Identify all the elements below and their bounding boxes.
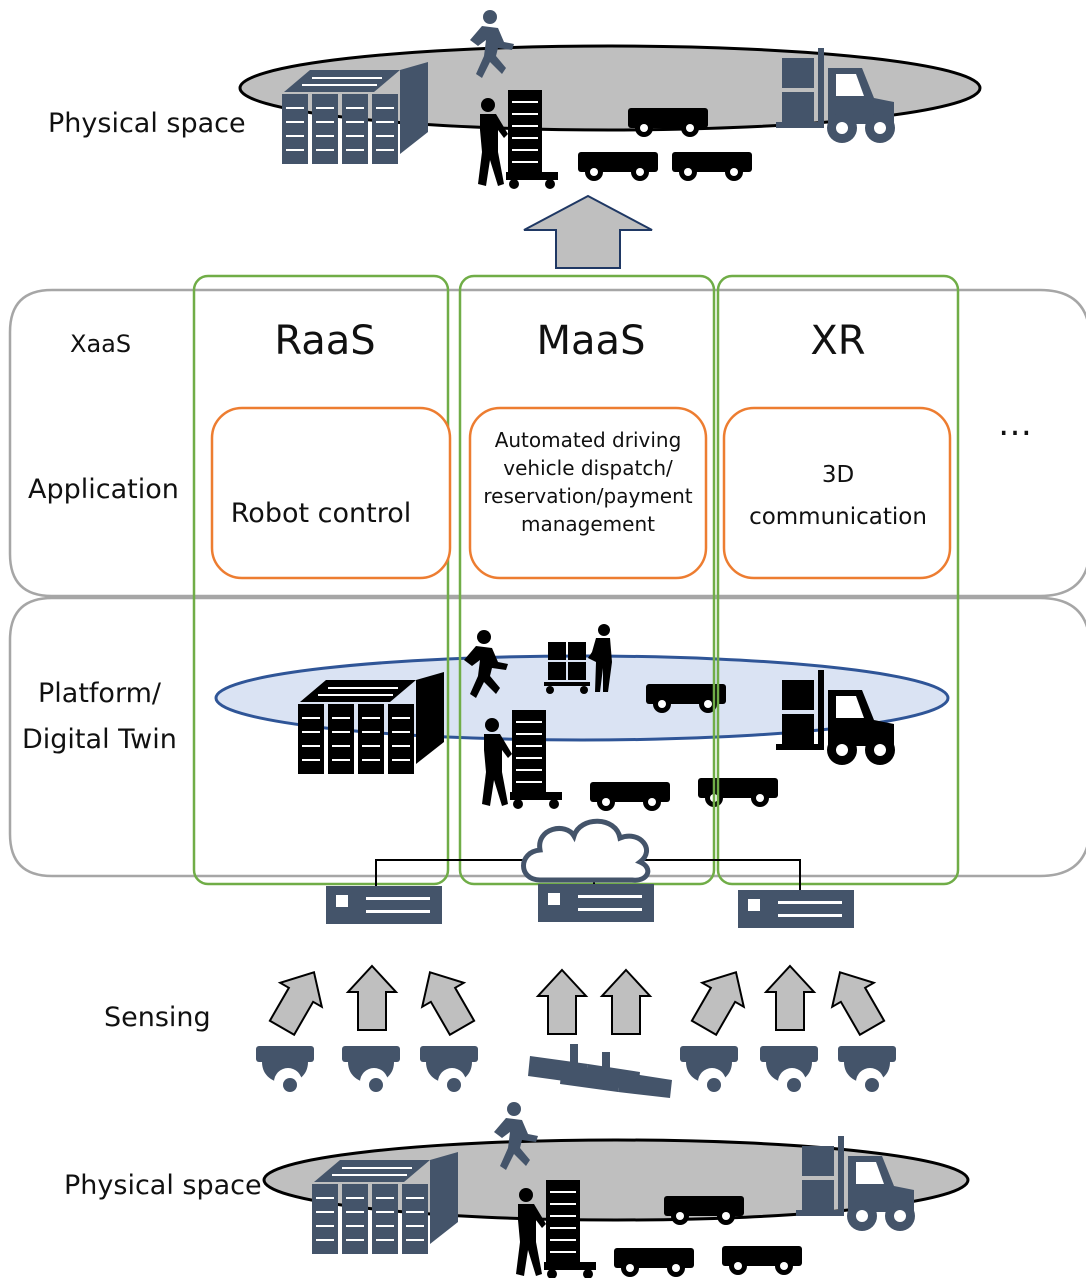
edge-server-icon-1	[326, 886, 442, 924]
twin-racks-icon	[297, 671, 445, 775]
sensing-label: Sensing	[104, 1002, 211, 1033]
app-text-line: Automated driving	[494, 428, 682, 452]
edge-server-icon-3	[738, 890, 854, 928]
platform-label: Platform/	[38, 678, 161, 709]
app-text-line: communication	[749, 504, 927, 530]
app-box-vehicle-dispatch	[468, 406, 708, 580]
digital-twin-label: Digital Twin	[22, 724, 177, 755]
sensor-arrows	[260, 959, 894, 1041]
sensor-arrow-icon-3	[408, 959, 484, 1041]
platform-layer-panel	[8, 596, 1086, 878]
app-text-robot-control: Robot control	[230, 498, 412, 529]
bottom-agv-icon-2	[614, 1248, 694, 1277]
bottom-agv-icon-1	[664, 1196, 744, 1225]
top-agv-icon-1	[628, 108, 708, 137]
sensor-arrow-icon-2	[347, 965, 397, 1031]
top-racks-icon	[281, 61, 429, 165]
top-agv-icon-3	[672, 152, 752, 181]
application-layer-panel	[8, 288, 1086, 598]
column-title-maas: MaaS	[536, 318, 646, 364]
sensor-arrow-icon-5	[601, 969, 651, 1035]
xaas-label: XaaS	[70, 330, 132, 358]
column-raas	[192, 274, 450, 886]
bottom-physical-space-label: Physical space	[64, 1170, 262, 1201]
app-text-line: reservation/payment	[483, 484, 693, 508]
column-title-xr: XR	[810, 318, 866, 364]
app-text-vehicle-dispatch: Automated driving vehicle dispatch/ rese…	[470, 426, 706, 538]
more-services-ellipsis: …	[998, 404, 1032, 444]
camera-icon-5	[760, 1046, 818, 1096]
app-box-robot-control	[210, 406, 452, 580]
camera-icon-1	[256, 1046, 314, 1096]
bottom-agv-icon-3	[722, 1246, 802, 1275]
twin-agv-icon-3	[698, 778, 778, 807]
top-physical-space-label: Physical space	[48, 108, 246, 139]
camera-icon-3	[420, 1046, 478, 1096]
edge-server-icon-2	[538, 884, 654, 922]
app-box-3d-communication	[722, 406, 952, 580]
lidar-sensors	[528, 1044, 672, 1098]
camera-icon-2	[342, 1046, 400, 1096]
sensor-arrow-icon-4	[537, 969, 587, 1035]
actuation-arrow-icon	[523, 194, 653, 269]
application-label: Application	[28, 474, 179, 505]
app-text-line: vehicle dispatch/	[503, 456, 673, 480]
app-text-3d-communication: 3D communication	[724, 454, 952, 538]
sensor-arrow-icon-1	[260, 959, 336, 1041]
column-title-raas: RaaS	[274, 318, 376, 364]
sensor-arrow-icon-8	[818, 959, 894, 1041]
column-xr	[716, 274, 960, 886]
app-text-line: 3D	[821, 462, 855, 488]
app-text-line: management	[521, 512, 655, 536]
camera-icon-6	[838, 1046, 896, 1096]
top-agv-icon-2	[578, 152, 658, 181]
bottom-physical-space-scene	[262, 1102, 970, 1278]
bottom-racks-icon	[311, 1151, 459, 1255]
cloud-icon	[521, 818, 651, 883]
top-physical-space-scene	[238, 10, 982, 190]
sensor-arrow-icon-7	[765, 965, 815, 1031]
twin-agv-icon-2	[590, 782, 670, 811]
camera-icon-4	[680, 1046, 738, 1096]
sensor-arrow-icon-6	[682, 959, 758, 1041]
